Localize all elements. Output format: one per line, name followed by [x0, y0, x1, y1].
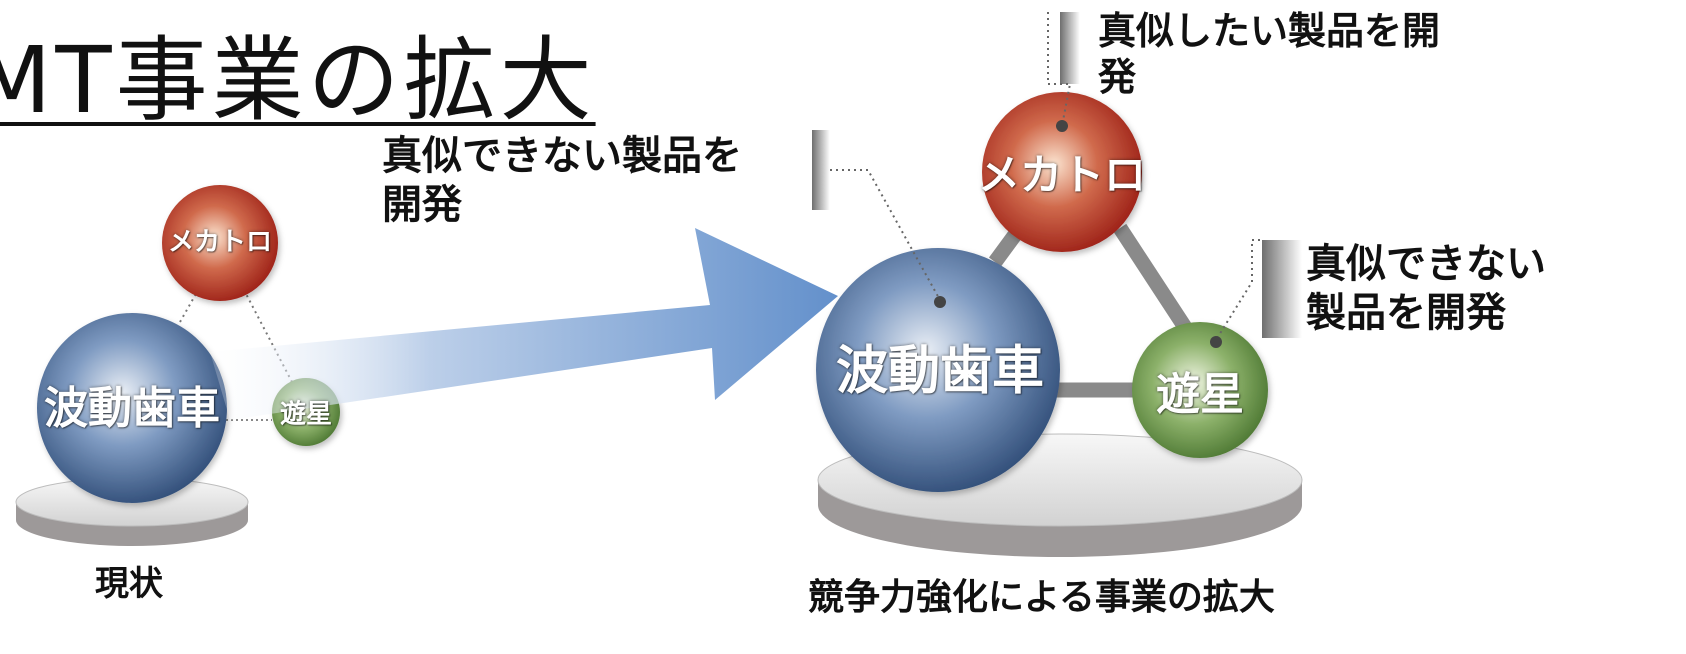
- expansion-arrow: [210, 228, 838, 420]
- page-title: MT事業の拡大: [0, 27, 596, 134]
- callout-wave-gear-line-2: 開発: [382, 181, 462, 228]
- current-planetary-label: 遊星: [279, 399, 333, 430]
- callout-wave-gear-text: 真似できない製品を 開発: [382, 132, 742, 230]
- current-mechatronics-ball: [162, 185, 278, 301]
- current-state-group: [15, 185, 340, 546]
- future-mechatronics-ball: [982, 92, 1142, 252]
- callout-mechatronics-line-1: 真似したい製品を開: [1098, 9, 1441, 53]
- callout-wave-gear-line-1: 真似できない製品を: [382, 133, 742, 179]
- callout-planetary-text: 真似できない 製品を開発: [1306, 240, 1546, 338]
- callout-planetary-line-1: 真似できない: [1306, 241, 1546, 287]
- future-planetary-label: 遊星: [1156, 369, 1244, 420]
- future-wave-gear-label: 波動歯車: [835, 341, 1045, 402]
- current-mechatronics-label: メカトロ: [167, 227, 273, 258]
- future-state-group: [816, 92, 1303, 557]
- current-state-caption: 現状: [95, 564, 163, 604]
- callout-mechatronics-line-2: 発: [1098, 55, 1137, 100]
- callout-planetary-line-2: 製品を開発: [1306, 289, 1506, 336]
- current-wave-gear-label: 波動歯車: [44, 383, 220, 434]
- future-mechatronics-label: メカトロ: [977, 150, 1147, 200]
- future-planetary-ball: [1132, 322, 1268, 458]
- future-wave-gear-ball: [816, 248, 1060, 492]
- callout-wave-gear-marker: [812, 130, 946, 308]
- callout-mechatronics-text: 真似したい製品を開 発: [1098, 8, 1440, 101]
- current-wave-gear-ball: [37, 313, 227, 503]
- callout-planetary-marker: [1210, 239, 1302, 348]
- future-link-mecha-planetary: [1113, 223, 1199, 343]
- future-state-caption: 競争力強化による事業の拡大: [808, 577, 1275, 618]
- current-link-wave-mecha: [179, 291, 198, 323]
- callout-mechatronics-marker: [1047, 12, 1080, 132]
